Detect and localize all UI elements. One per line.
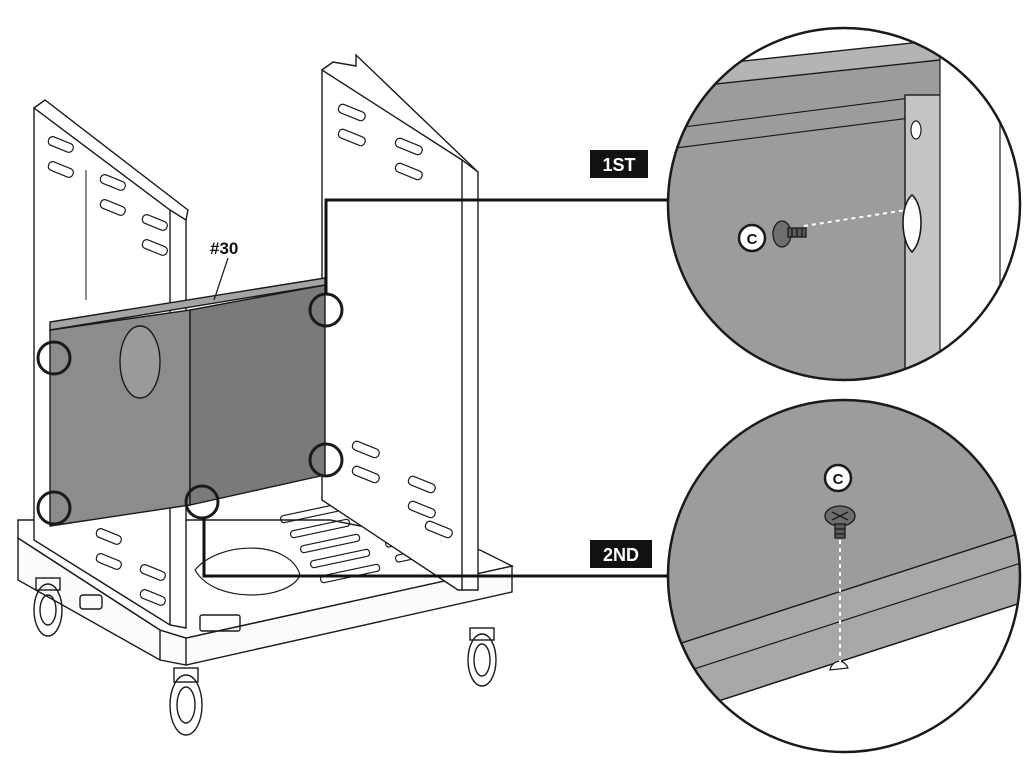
keyhole-slot bbox=[902, 193, 922, 254]
hardware-c-badge-first bbox=[737, 223, 767, 253]
cart-assembly bbox=[17, 53, 515, 736]
caster-front-right bbox=[467, 627, 497, 687]
hardware-c-label-second: C bbox=[833, 471, 844, 488]
step-tag-second: 2ND bbox=[603, 545, 639, 565]
caster-lock-pedal bbox=[79, 594, 241, 632]
detail-view-first bbox=[666, 26, 1022, 382]
screw-icon bbox=[772, 220, 807, 248]
right-side-panel bbox=[321, 53, 479, 591]
hardware-c-label-first: C bbox=[747, 231, 758, 248]
step-tag-first-bg bbox=[590, 150, 648, 178]
back-panel-30 bbox=[49, 277, 326, 527]
fastener-highlight-circles bbox=[36, 292, 344, 526]
step-tag-first: 1ST bbox=[602, 155, 635, 175]
callout-lines bbox=[202, 198, 668, 578]
part-number-label: #30 bbox=[210, 239, 238, 258]
caster-front-left bbox=[169, 667, 203, 736]
step-tag-second-bg bbox=[590, 540, 652, 568]
screw-icon bbox=[824, 505, 856, 539]
hardware-c-badge-second bbox=[823, 463, 853, 493]
detail-view-second bbox=[666, 398, 1022, 754]
caster-rear-left bbox=[33, 577, 63, 637]
part-leader-line bbox=[213, 257, 229, 301]
